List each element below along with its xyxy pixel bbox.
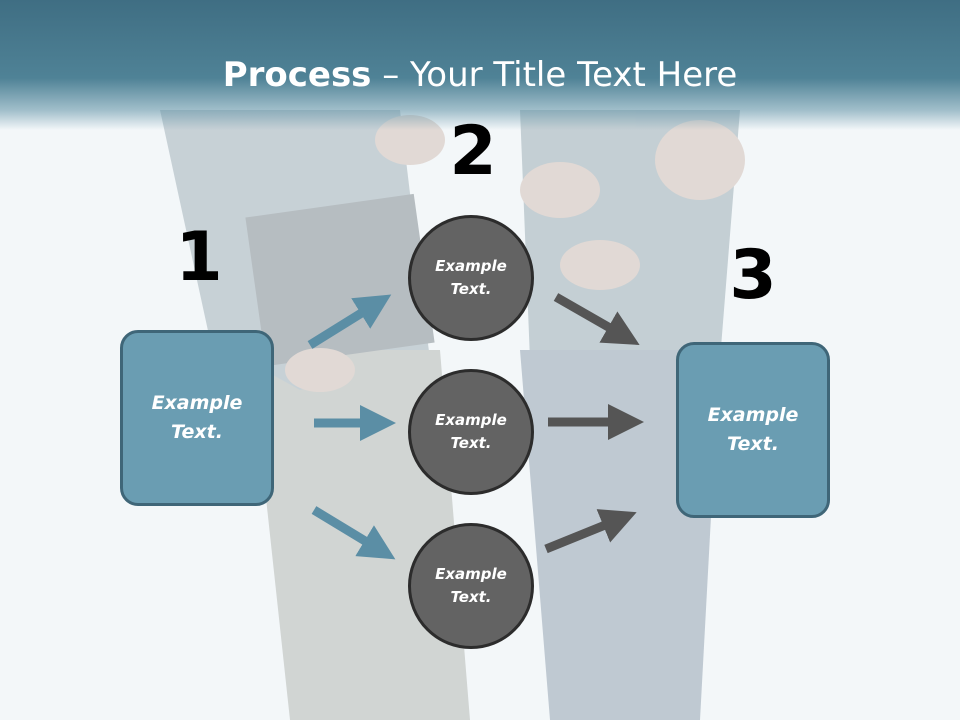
right-box-text: Example Text.	[707, 404, 799, 455]
slide-title: Process – Your Title Text Here	[0, 52, 960, 98]
circle-1: Example Text.	[408, 215, 534, 341]
circle-2: Example Text.	[408, 369, 534, 495]
circle-3-text: Example Text.	[435, 565, 507, 606]
left-box-text: Example Text.	[151, 392, 243, 443]
arrow-to-circle-3	[311, 506, 396, 560]
circle-3: Example Text.	[408, 523, 534, 649]
circle-1-text: Example Text.	[435, 257, 507, 298]
arrow-from-circle-3	[544, 509, 637, 554]
arrow-from-circle-1	[553, 293, 640, 345]
step-number-1: 1	[175, 218, 223, 297]
arrow-to-circle-1	[307, 294, 392, 349]
left-box: Example Text.	[120, 330, 274, 506]
step-number-2: 2	[449, 112, 497, 191]
title-rest: – Your Title Text Here	[371, 55, 738, 95]
right-box: Example Text.	[676, 342, 830, 518]
title-bold: Process	[222, 55, 372, 95]
title-banner	[0, 0, 960, 130]
circle-2-text: Example Text.	[435, 411, 507, 452]
step-number-3: 3	[729, 236, 777, 315]
